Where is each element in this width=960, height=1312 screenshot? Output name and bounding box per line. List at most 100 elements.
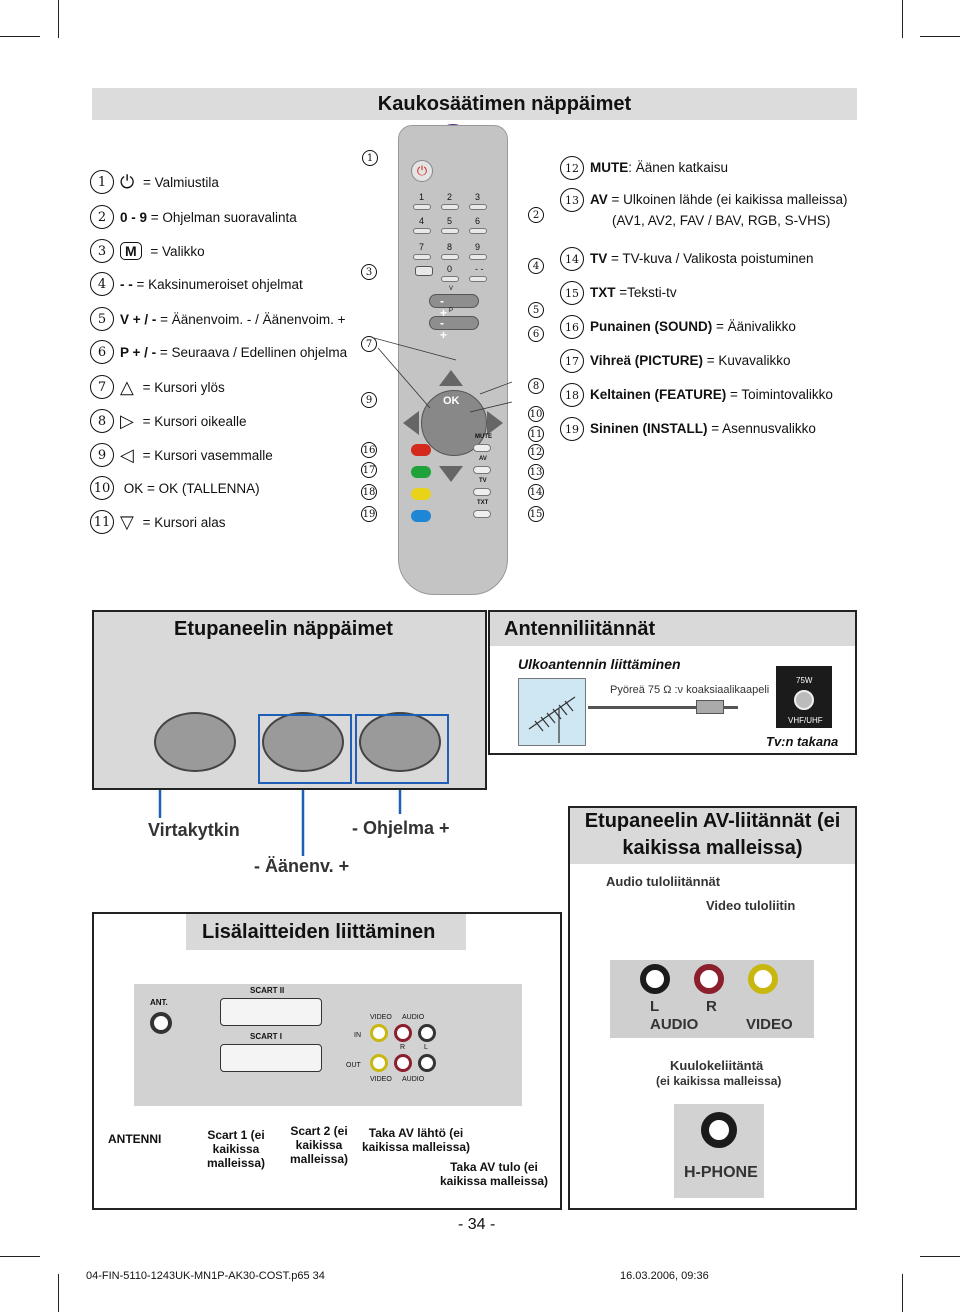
program-key-label: P	[449, 308, 454, 314]
program-rocker[interactable]: -+	[429, 316, 479, 341]
audio-right-jack	[694, 964, 724, 994]
menu-button[interactable]	[415, 266, 433, 276]
txt-label: TXT	[477, 500, 489, 506]
callout-number: 17	[560, 349, 584, 373]
green-button[interactable]	[411, 466, 431, 478]
out-label: OUT	[346, 1062, 361, 1069]
remote-key-legend-item: 8▷ = Kursori oikealle	[90, 409, 247, 433]
front-panel-leaders	[158, 790, 402, 856]
antenna-section: Antenniliitännät Ulkoantennin liittämine…	[488, 610, 857, 755]
in-label: IN	[354, 1032, 361, 1039]
power-icon[interactable]: ⏻	[411, 160, 433, 182]
remote-key-legend-item: 4- - = Kaksinumeroiset ohjelmat	[90, 272, 303, 296]
title-bar: Kaukosäätimen näppäimet	[92, 88, 857, 120]
digit-key-cap[interactable]	[469, 276, 487, 282]
key-description-line2: (AV1, AV2, FAV / BAV, RGB, S-VHS)	[612, 213, 831, 228]
digit-key-cap[interactable]	[441, 276, 459, 282]
remote-callout-number: 15	[528, 506, 544, 522]
digit-key[interactable]: 1	[419, 192, 425, 202]
crop-mark	[902, 1274, 903, 1312]
callout-number: 10	[90, 476, 114, 500]
digit-key-cap[interactable]	[469, 254, 487, 260]
remote-callout-number: 18	[361, 484, 377, 500]
volume-key-label: V	[449, 286, 454, 292]
headphone-jack	[701, 1112, 737, 1148]
key-description: = Valmiustila	[139, 174, 219, 190]
txt-button[interactable]	[473, 510, 491, 518]
triangle-left-icon[interactable]	[403, 411, 419, 435]
footer-date: 16.03.2006, 09:36	[620, 1270, 709, 1282]
key-description: = Kaksinumeroiset ohjelmat	[132, 276, 303, 292]
key-description: = Äänenvoim. - / Äänenvoim. +	[156, 311, 346, 327]
out-audio-r-jack	[394, 1054, 412, 1072]
key-description: = Kursori oikealle	[138, 413, 247, 429]
triangle-down-icon: ▽	[120, 511, 134, 532]
in-video-jack	[370, 1024, 388, 1042]
digit-key[interactable]: 3	[475, 192, 481, 202]
digit-key[interactable]: 7	[419, 242, 425, 252]
mute-button[interactable]	[473, 444, 491, 452]
remote-key-legend-item: 17 Vihreä (PICTURE) = Kuvavalikko	[560, 349, 790, 373]
digit-key-cap[interactable]	[441, 228, 459, 234]
digit-key-cap[interactable]	[469, 204, 487, 210]
digit-key[interactable]: 8	[447, 242, 453, 252]
callout-number: 13	[560, 188, 584, 212]
digit-key[interactable]: 6	[475, 216, 481, 226]
mute-label: MUTE	[475, 434, 492, 440]
remote-callout-number: 17	[361, 462, 377, 478]
digit-key[interactable]: 4	[419, 216, 425, 226]
key-description: OK = OK (TALLENNA)	[120, 480, 260, 496]
program-button-shape	[359, 712, 441, 772]
power-icon: ⏻	[120, 171, 135, 192]
digit-key[interactable]: 5	[447, 216, 453, 226]
volume-rocker[interactable]: -+	[429, 294, 479, 319]
key-description: = Kursori ylös	[138, 379, 225, 395]
callout-number: 14	[560, 247, 584, 271]
triangle-right-icon[interactable]	[487, 411, 503, 435]
peripherals-section: Lisälaitteiden liittäminen ANT. SCART II…	[92, 912, 562, 1210]
triangle-up-icon[interactable]	[439, 370, 463, 386]
audio-left-label: L	[650, 998, 660, 1015]
digit-key-cap[interactable]	[413, 254, 431, 260]
antenna-title: Antenniliitännät	[490, 612, 855, 646]
remote-callout-number: 9	[361, 392, 377, 408]
key-description: = Kuvavalikko	[703, 353, 791, 368]
ok-button[interactable]: OK	[443, 395, 460, 407]
triangle-down-icon[interactable]	[439, 466, 463, 482]
digit-key-cap[interactable]	[413, 204, 431, 210]
blue-button[interactable]	[411, 510, 431, 522]
yellow-button[interactable]	[411, 488, 431, 500]
key-description: = Seuraava / Edellinen ohjelma	[156, 344, 348, 360]
tv-button[interactable]	[473, 488, 491, 496]
digit-key-cap[interactable]	[469, 228, 487, 234]
key-description: = Toimintovalikko	[726, 387, 833, 402]
callout-number: 3	[90, 239, 114, 263]
digit-key[interactable]: - -	[475, 264, 484, 274]
triangle-left-icon: ◁	[120, 444, 134, 465]
digit-key-cap[interactable]	[441, 204, 459, 210]
crop-mark	[902, 0, 903, 38]
remote-callout-number: 1	[362, 150, 378, 166]
digit-key[interactable]: 2	[447, 192, 453, 202]
key-description: =Teksti-tv	[615, 285, 677, 300]
callout-number: 6	[90, 340, 114, 364]
red-button[interactable]	[411, 444, 431, 456]
remote-key-legend-item: 9◁ = Kursori vasemmalle	[90, 443, 273, 467]
digit-key-cap[interactable]	[441, 254, 459, 260]
digit-key-cap[interactable]	[413, 228, 431, 234]
callout-number: 18	[560, 383, 584, 407]
digit-key[interactable]: 9	[475, 242, 481, 252]
headphone-note: (ei kaikissa malleissa)	[656, 1074, 782, 1088]
key-name: AV	[590, 192, 608, 207]
key-name: MUTE	[590, 160, 629, 175]
key-name: Vihreä (PICTURE)	[590, 353, 704, 368]
key-description: = Asennusvalikko	[707, 421, 816, 436]
digit-key[interactable]: 0	[447, 264, 453, 274]
coax-cable	[588, 706, 738, 709]
peripherals-title: Lisälaitteiden liittäminen	[186, 914, 466, 950]
av-button[interactable]	[473, 466, 491, 474]
triangle-right-icon: ▷	[120, 410, 134, 431]
